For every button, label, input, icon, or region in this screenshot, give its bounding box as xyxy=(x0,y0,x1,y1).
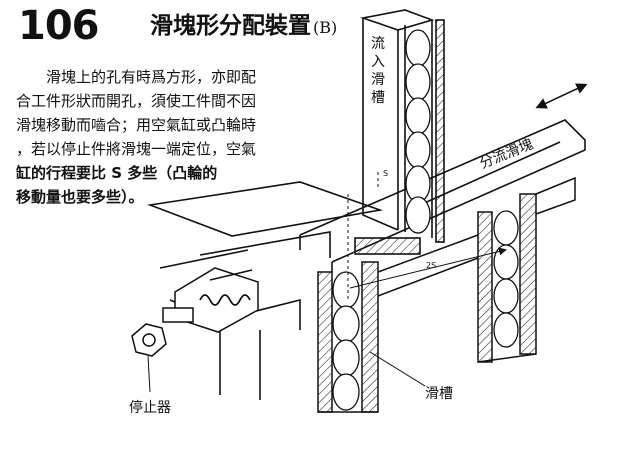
svg-text:滑: 滑 xyxy=(371,71,385,88)
description-line: 合工件形狀而開孔，須使工件間不因 xyxy=(16,92,257,110)
section-number: 106 xyxy=(18,3,99,49)
inflow-chute-label: 流 入 滑 槽 xyxy=(371,36,385,106)
right-outlet-chute xyxy=(477,193,537,363)
description-line: 滑塊上的孔有時爲方形，亦即配 xyxy=(46,68,257,86)
chute-leader-line xyxy=(369,351,426,387)
hex-nut xyxy=(131,323,167,357)
left-outlet-chute xyxy=(317,261,379,413)
chute-label: 滑槽 xyxy=(425,385,453,402)
base-frame xyxy=(146,181,384,400)
description-line: ，若以停止件將滑塊一端定位，空氣 xyxy=(16,140,257,158)
section-title-suffix: (B) xyxy=(313,18,338,37)
parts-in-right-chute xyxy=(493,210,519,348)
chute-bridge xyxy=(377,176,576,297)
stopper-label: 停止器 xyxy=(129,399,171,416)
slider-bar xyxy=(299,119,586,272)
spring xyxy=(199,294,251,306)
slider-motion-arrow xyxy=(535,83,588,109)
svg-text:槽: 槽 xyxy=(371,90,385,106)
description-line: 缸的行程要比 S 多些（凸輪的 xyxy=(16,164,218,182)
description-line: 滑塊移動而嚙合；用空氣缸或凸輪時 xyxy=(16,116,257,134)
description-line: 移動量也要多些）。 xyxy=(16,188,144,206)
dimension-2s-label: 2S xyxy=(426,261,436,270)
section-title: 滑塊形分配裝置 xyxy=(150,13,311,39)
svg-text:入: 入 xyxy=(371,54,385,70)
svg-text:流: 流 xyxy=(371,36,385,52)
inflow-chute xyxy=(359,9,445,243)
dimension-lines xyxy=(347,172,507,300)
dimension-s-label: S xyxy=(383,169,388,178)
parts-in-inflow-chute xyxy=(405,29,431,234)
stopper-assembly xyxy=(131,267,259,393)
parts-in-left-chute xyxy=(332,271,360,411)
